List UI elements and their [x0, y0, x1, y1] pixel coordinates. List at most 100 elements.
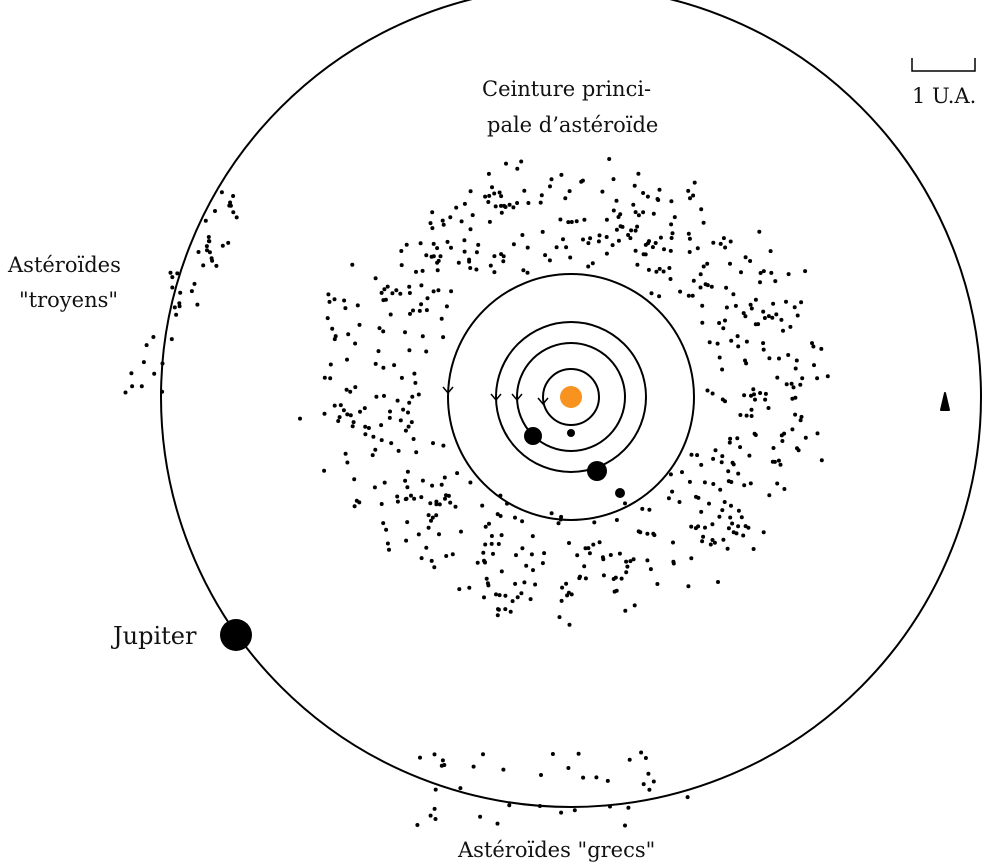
asteroid-dot: [566, 220, 571, 225]
asteroid-dot: [495, 613, 500, 618]
asteroid-dot: [782, 431, 787, 436]
asteroid-dot: [729, 503, 733, 508]
asteroid-dot: [633, 210, 638, 215]
asteroid-dot: [753, 433, 758, 437]
asteroid-dot: [470, 213, 475, 218]
asteroid-dot: [327, 299, 332, 304]
asteroid-dot: [298, 416, 302, 421]
asteroid-dot: [632, 603, 637, 608]
asteroid-dot: [489, 541, 494, 546]
asteroid-dot: [800, 376, 805, 381]
asteroid-dot: [784, 299, 788, 304]
asteroid-dot: [529, 552, 534, 557]
asteroid-dot: [731, 530, 736, 535]
asteroid-dot: [721, 326, 726, 331]
asteroid-dot: [332, 403, 337, 408]
asteroid-dot: [699, 509, 704, 514]
asteroid-dot: [722, 500, 727, 504]
asteroid-dot: [699, 462, 704, 467]
asteroid-dot: [373, 276, 378, 281]
asteroid-dot: [401, 407, 406, 412]
asteroid-dot: [483, 524, 488, 529]
asteroid-dot: [620, 224, 625, 229]
asteroid-dot: [468, 189, 473, 194]
asteroid-dot: [619, 576, 624, 581]
asteroid-dot: [468, 266, 473, 270]
asteroid-dot: [228, 200, 233, 205]
asteroid-dot: [677, 500, 682, 504]
asteroid-dot: [623, 608, 628, 613]
asteroid-dot: [513, 581, 518, 586]
asteroid-dot: [778, 462, 783, 467]
greeks-label: Astéroïdes "grecs": [457, 838, 655, 862]
asteroid-dot: [815, 431, 820, 436]
asteroid-dot: [388, 312, 393, 317]
asteroid-dot: [450, 552, 455, 557]
asteroid-dot: [751, 547, 756, 551]
asteroid-dot: [731, 292, 736, 297]
asteroid-dot: [442, 763, 447, 767]
earth: [587, 461, 607, 481]
asteroid-dot: [385, 284, 390, 289]
asteroid-dot: [507, 202, 512, 207]
asteroid-dot: [628, 236, 633, 241]
asteroid-dot: [623, 501, 627, 506]
asteroid-dot: [736, 508, 741, 513]
asteroid-dot: [410, 394, 415, 399]
asteroid-dot: [492, 270, 497, 275]
asteroid-dot: [761, 269, 766, 274]
asteroid-dot: [718, 241, 723, 246]
asteroid-dot: [396, 448, 401, 453]
asteroid-dot: [419, 283, 424, 288]
asteroid-dot: [775, 481, 780, 486]
asteroid-dot: [669, 236, 674, 240]
asteroid-dot: [669, 199, 674, 204]
asteroid-dot: [346, 332, 351, 337]
asteroid-dot: [636, 171, 641, 176]
asteroid-dot: [507, 803, 512, 808]
asteroid-dot: [426, 513, 431, 518]
asteroid-dot: [786, 272, 791, 277]
asteroid-dot: [178, 290, 183, 295]
asteroid-dot: [724, 305, 729, 310]
asteroid-dot: [485, 581, 490, 586]
asteroid-dot: [723, 245, 728, 250]
asteroid-dot: [322, 411, 327, 416]
asteroid-dot: [776, 458, 781, 463]
asteroid-dot: [399, 375, 404, 380]
asteroid-dot: [492, 254, 497, 259]
asteroid-dot: [430, 483, 435, 488]
asteroid-dot: [373, 447, 378, 452]
asteroid-dot: [678, 289, 683, 294]
asteroid-dot: [651, 211, 656, 216]
asteroid-dot: [515, 201, 520, 205]
asteroid-dot: [768, 249, 773, 254]
asteroid-dot: [201, 263, 206, 268]
asteroid-dot: [468, 480, 473, 485]
asteroid-dot: [742, 483, 747, 488]
asteroid-dot: [419, 302, 424, 307]
asteroid-dot: [503, 607, 508, 612]
asteroid-dot: [645, 558, 650, 563]
asteroid-dot: [731, 462, 736, 467]
asteroid-dot: [430, 515, 435, 520]
asteroid-dot: [496, 542, 501, 546]
asteroid-dot: [419, 495, 424, 500]
asteroid-dot: [328, 362, 333, 367]
asteroid-dot: [689, 524, 694, 529]
asteroid-dot: [177, 301, 182, 306]
asteroid-dot: [662, 247, 666, 252]
venus: [524, 427, 542, 445]
asteroid-dot: [424, 308, 429, 313]
asteroid-dot: [499, 569, 504, 574]
asteroid-dot: [561, 237, 565, 242]
asteroid-dot: [701, 220, 706, 225]
asteroid-dot: [416, 532, 421, 537]
asteroid-dot: [583, 546, 588, 551]
asteroid-dot: [404, 242, 409, 247]
asteroid-dot: [691, 278, 696, 283]
asteroid-dot: [729, 338, 734, 343]
asteroid-dot: [600, 189, 605, 194]
asteroid-dot: [540, 561, 545, 566]
asteroid-dot: [345, 412, 350, 417]
